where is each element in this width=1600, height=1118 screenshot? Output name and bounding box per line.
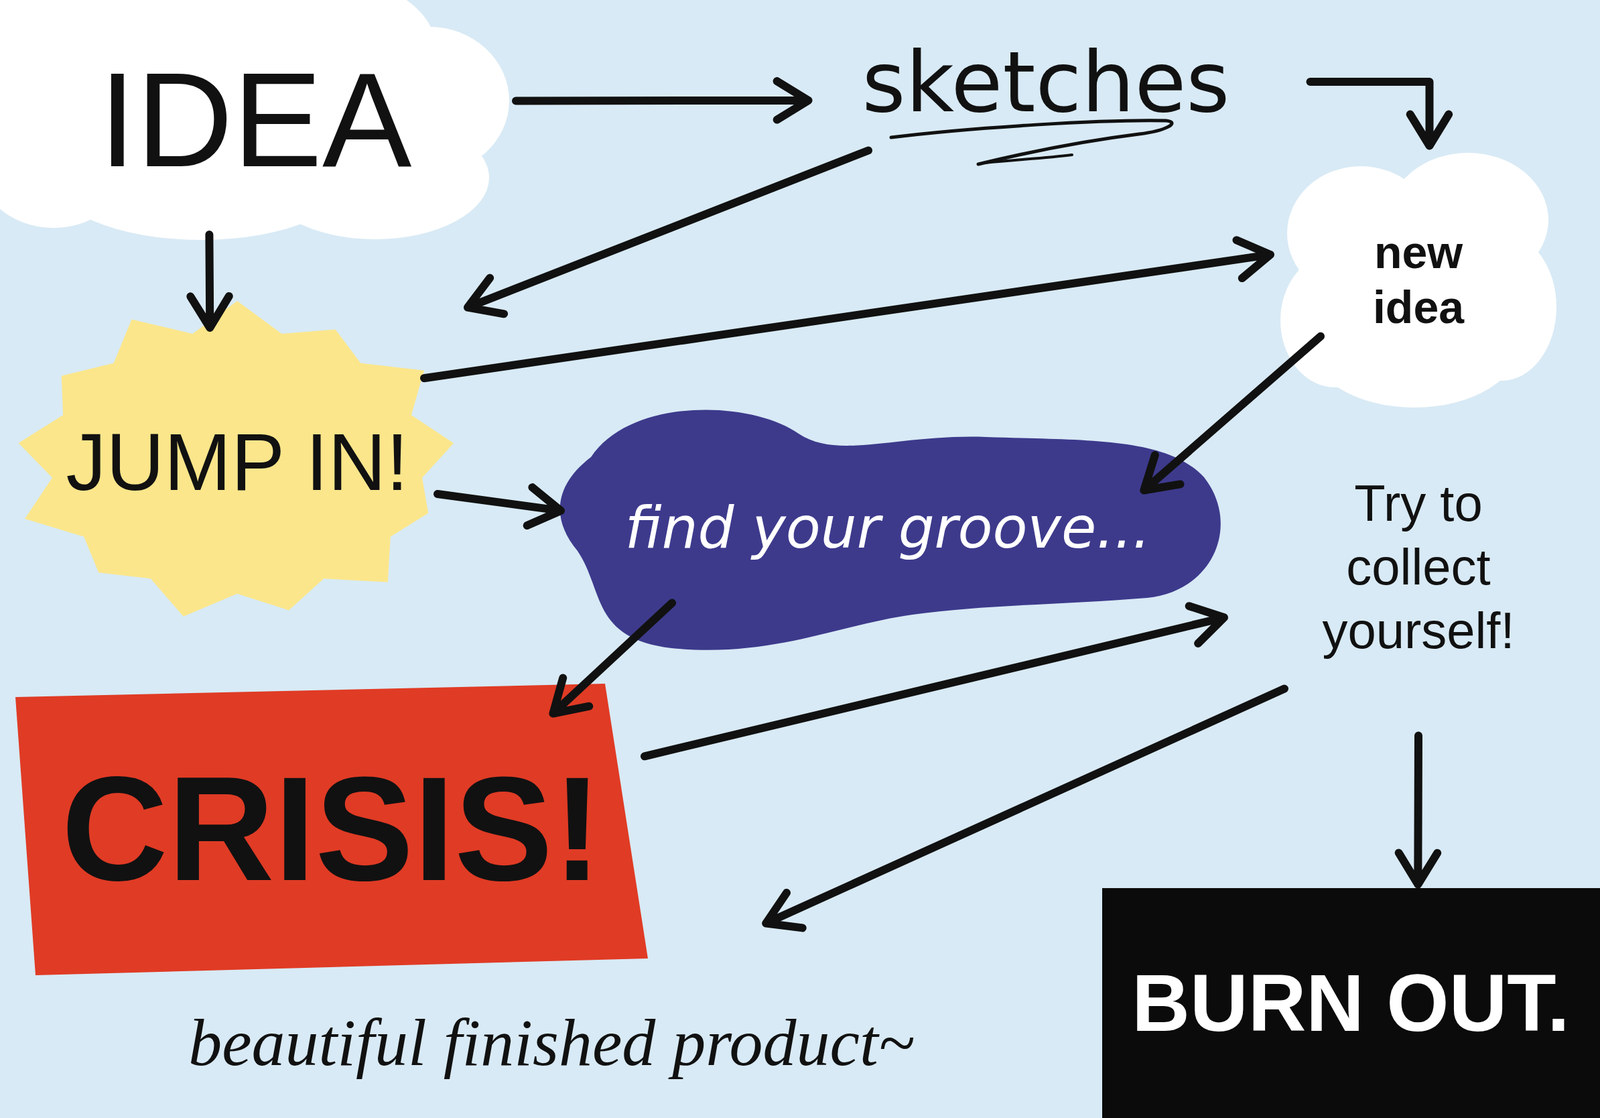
node-label: beautiful finished product~ [188,1003,915,1081]
underline-stroke [984,154,1073,163]
arrow-connector [424,239,1271,378]
arrow-connector [515,81,809,120]
arrow-connector [467,150,869,315]
arrow-connector [190,234,230,328]
text-node: sketches [848,20,1244,145]
crisis-box: CRISIS! [15,683,648,975]
arrow-connector [1398,735,1438,885]
text-node: beautiful finished product~ [181,996,922,1088]
arrow-connector [1143,336,1321,491]
node-label: new idea [1344,225,1493,335]
node-label: find your groove... [625,496,1151,560]
arrow-connector [552,603,673,714]
burnout-box: BURN OUT. [1102,887,1600,1118]
node-label: Try to collect yourself! [1291,471,1546,662]
text-node: Try to collect yourself! [1284,464,1553,669]
arrow-connector [765,688,1285,928]
arrow-connector [437,487,561,526]
node-label: sketches [862,33,1231,131]
node-label: JUMP IN! [65,415,409,508]
cloudB-shape [1280,152,1557,409]
blob-node: find your groove... [550,403,1225,654]
idea-cloud: new idea [1280,152,1557,409]
idea-cloud: IDEA [0,0,511,240]
arrow-connector [644,605,1225,756]
node-label: CRISIS! [61,744,603,914]
node-label: BURN OUT. [1131,956,1570,1049]
node-label: IDEA [99,42,413,197]
starburst-node: JUMP IN! [10,300,465,623]
arrow-connector [1310,81,1450,147]
